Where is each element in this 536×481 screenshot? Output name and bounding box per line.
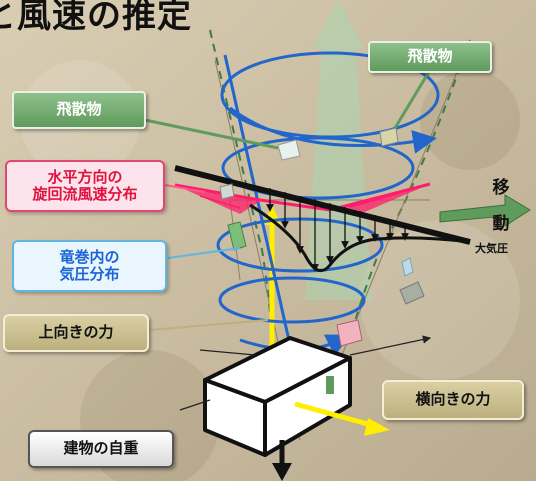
- horizontal-wind-label: 水平方向の 旋回流風速分布: [5, 160, 165, 212]
- funnel-outline-right: [349, 39, 471, 341]
- wind-profile: [174, 182, 431, 214]
- vortex-loop-4: [218, 276, 366, 324]
- debris-label-left: 飛散物: [12, 91, 146, 129]
- building-door: [326, 376, 334, 394]
- sideways-force-arrow: [294, 401, 390, 436]
- pressure-label-line2: 気圧分布: [59, 265, 120, 283]
- horizontal-wind-label-line2: 旋回流風速分布: [32, 185, 138, 203]
- building-weight-label: 建物の自重: [28, 430, 174, 468]
- pressure-distribution-label: 竜巻内の 気圧分布: [12, 240, 167, 292]
- sideways-force-label: 横向きの力: [382, 380, 524, 420]
- upward-force-label: 上向きの力: [3, 314, 149, 352]
- vortex-loop-2: [221, 136, 415, 200]
- debris-label-top: 飛散物: [368, 41, 492, 73]
- movement-arrow: [439, 194, 531, 227]
- updraft-arrow: [305, 0, 372, 300]
- movement-label-line2: 動: [492, 214, 510, 234]
- pressure-label-line1: 竜巻内の: [59, 247, 120, 266]
- movement-label: 移 動: [488, 170, 514, 242]
- horizontal-wind-label-line1: 水平方向の: [47, 167, 123, 186]
- label-connectors: [144, 69, 432, 150]
- building: [203, 336, 352, 457]
- pressure-profile: [174, 165, 471, 273]
- debris-pieces: [219, 127, 425, 347]
- weight-arrow: [272, 440, 292, 481]
- atmospheric-pressure-label: 大気圧: [475, 242, 508, 255]
- movement-label-line1: 移: [492, 178, 510, 198]
- guide-lines: [179, 335, 432, 411]
- page-title: と風速の推定: [0, 0, 192, 36]
- funnel-outline-left: [209, 29, 273, 341]
